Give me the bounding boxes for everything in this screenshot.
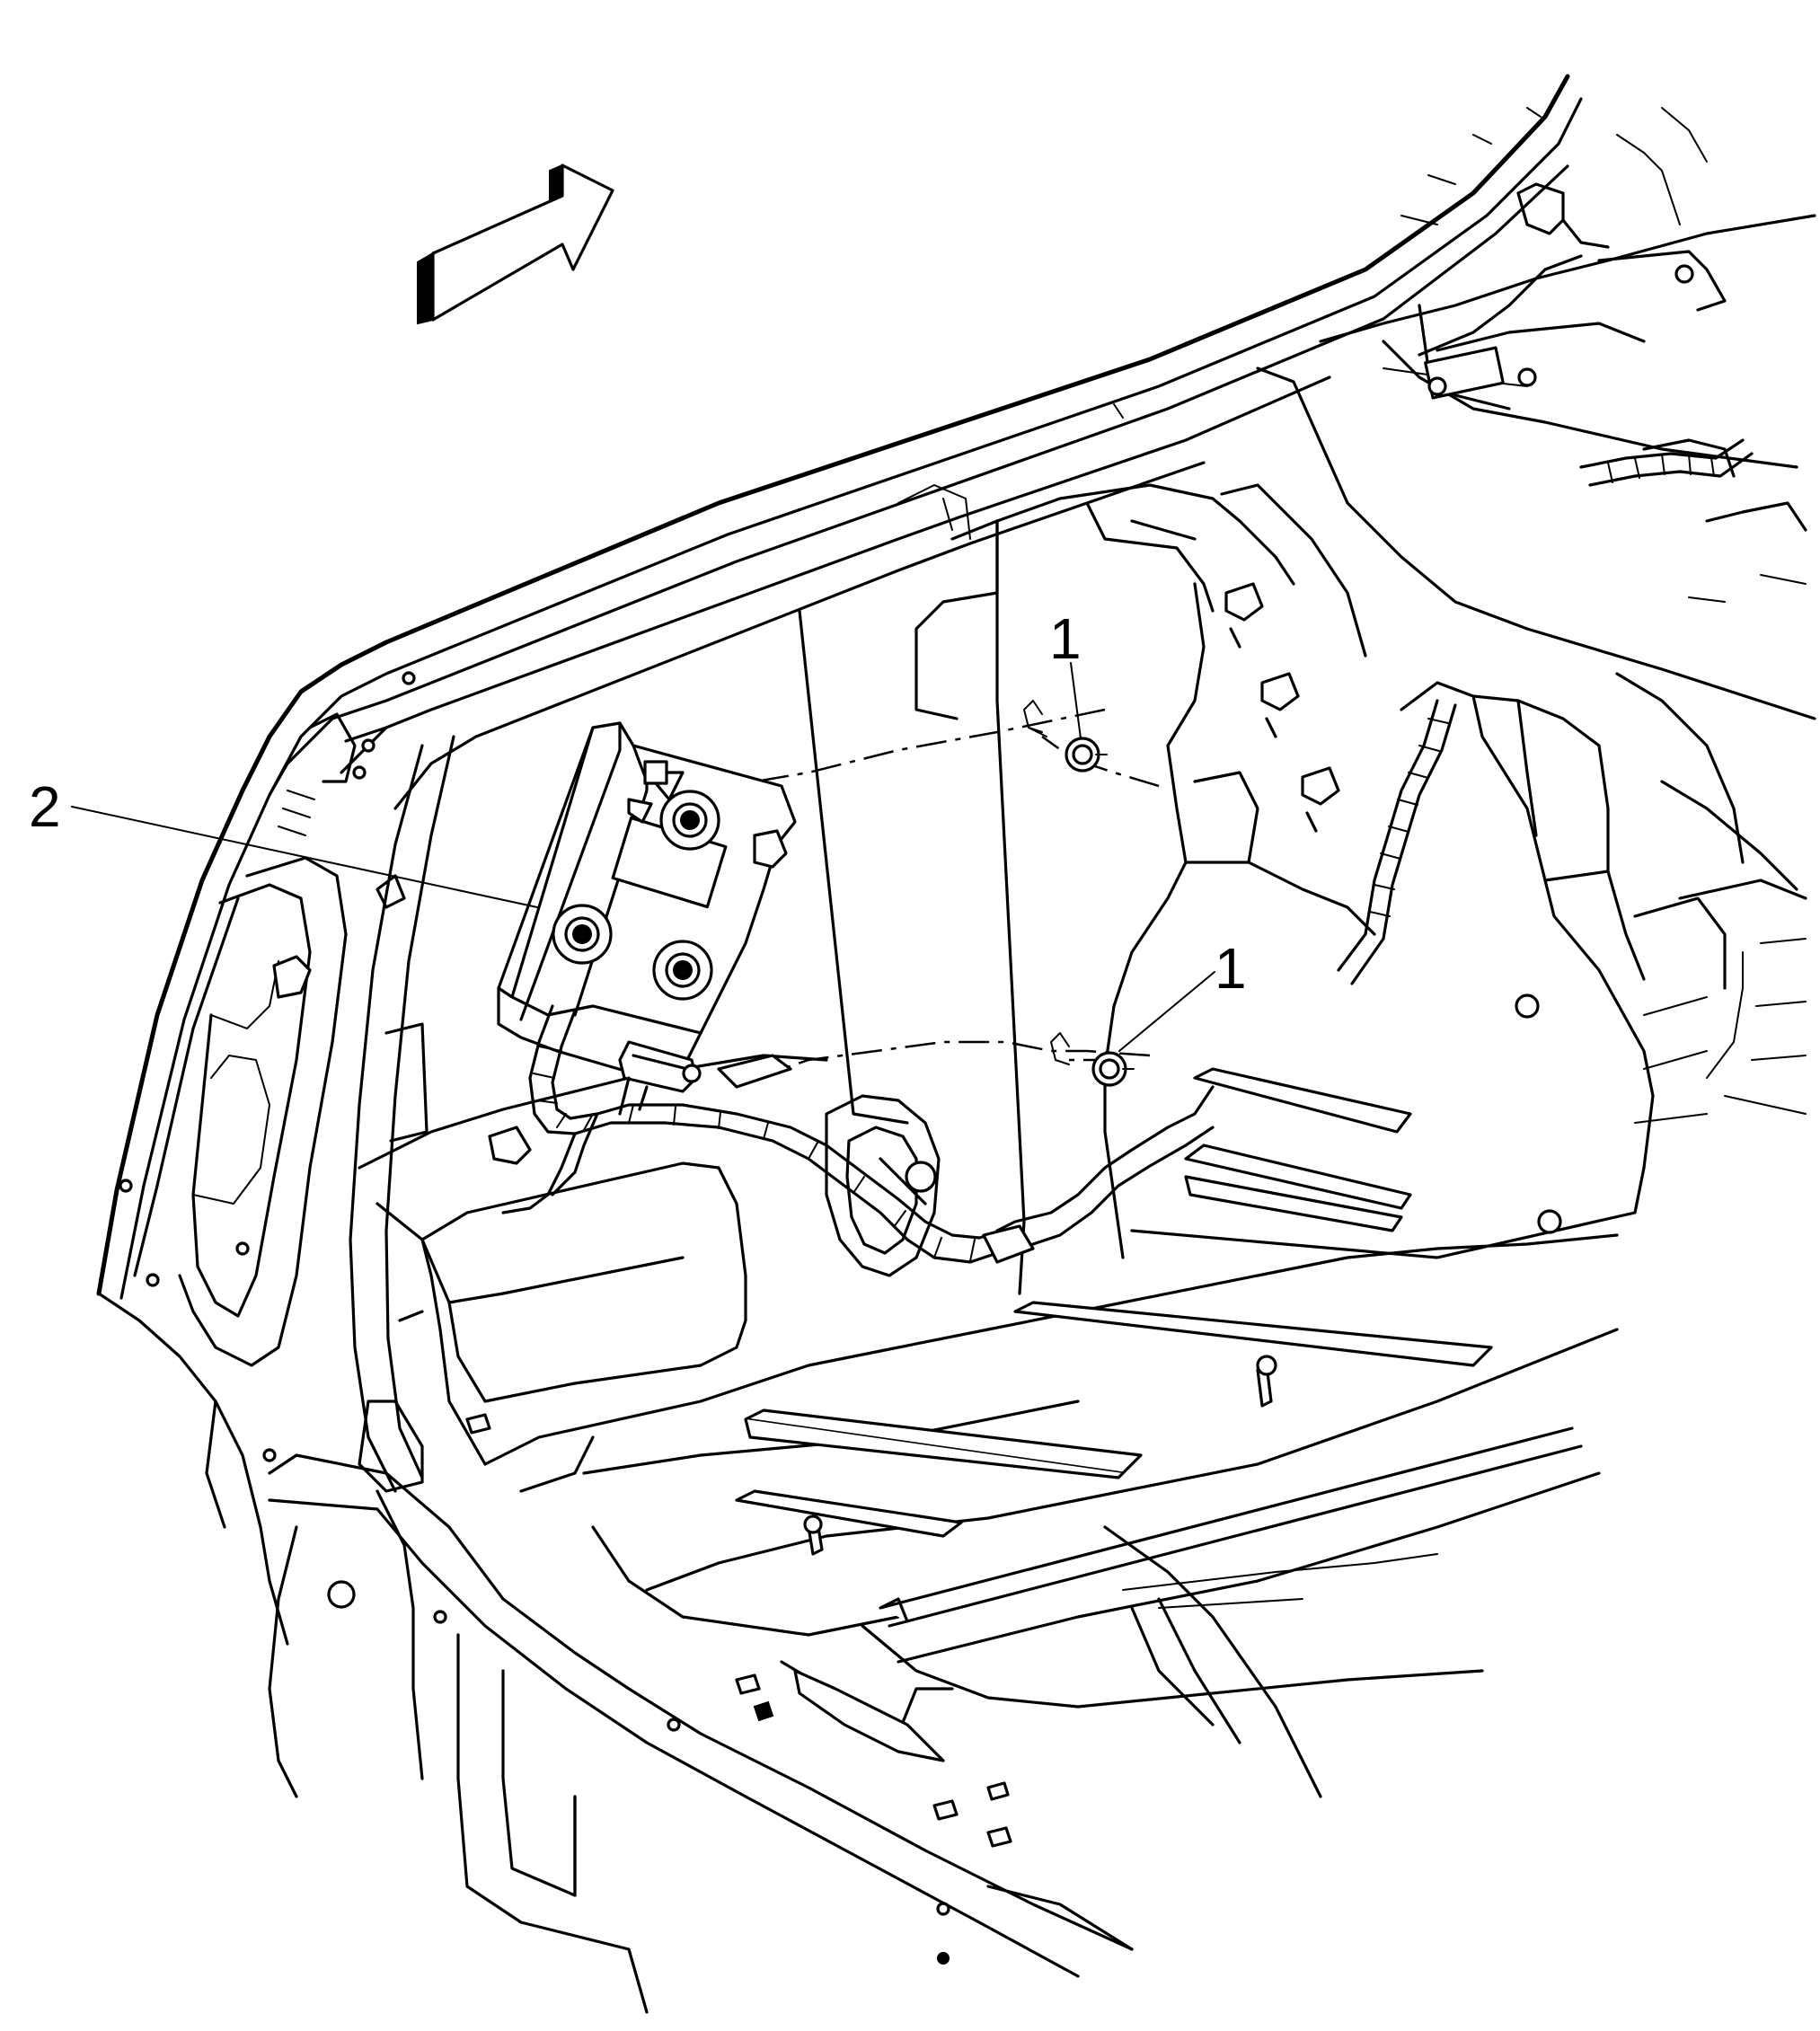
rear-shelf — [1256, 107, 1816, 720]
callout-1-upper: 1 — [1049, 606, 1082, 739]
forward-arrow-icon — [417, 163, 614, 325]
callout-label: 1 — [1049, 606, 1082, 671]
fastener-nut-upper — [1023, 700, 1108, 773]
callout-label: 2 — [29, 774, 61, 839]
trunk-lid-opening — [96, 74, 1583, 1300]
rear-body-lower — [268, 1400, 1438, 2014]
left-tail-lamp-pocket — [97, 671, 416, 1646]
left-pillar — [349, 735, 455, 1493]
callout-1-lower: 1 — [1118, 936, 1247, 1052]
trunk-floor — [358, 1054, 1619, 1709]
wiring-harness-right — [1337, 438, 1754, 985]
module-harness — [488, 1004, 1215, 1264]
control-module — [497, 721, 797, 1093]
fastener-nut-lower — [1050, 1032, 1135, 1087]
callout-label: 1 — [1215, 936, 1247, 1001]
right-inner-panel — [798, 483, 1807, 1295]
callout-2: 2 — [29, 774, 538, 908]
